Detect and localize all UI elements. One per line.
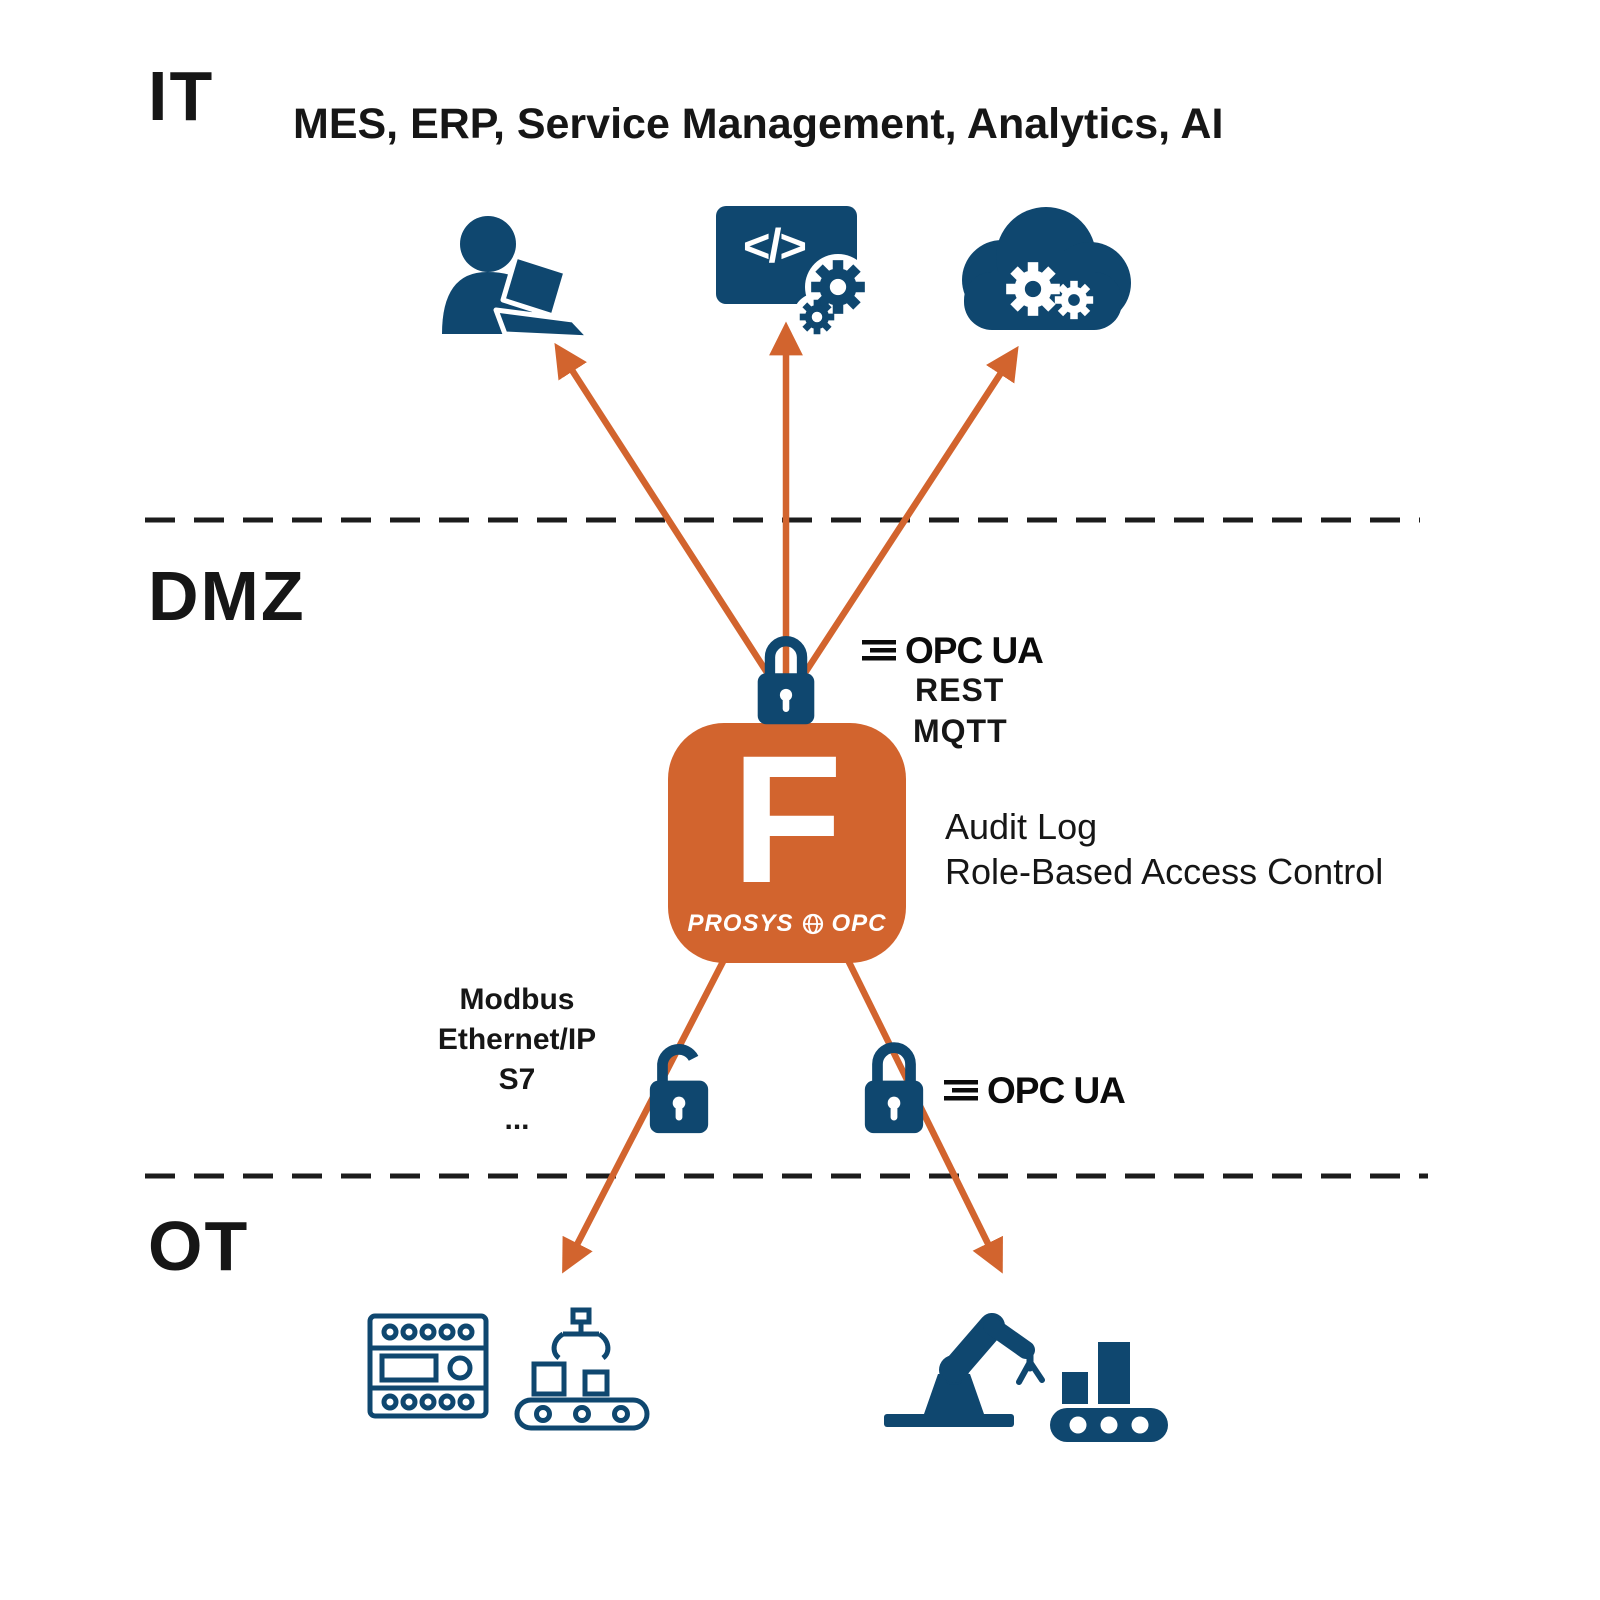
opcua-logo-text: OPC UA — [987, 1070, 1126, 1111]
rest-label: REST — [915, 672, 1005, 708]
it-heading: MES, ERP, Service Management, Analytics,… — [293, 100, 1224, 148]
audit-log-label: Audit Log — [945, 806, 1098, 847]
mqtt-label: MQTT — [913, 713, 1008, 749]
zone-dmz-label: DMZ — [148, 557, 306, 635]
south-protocols: Modbus Ethernet/IP S7 ... — [412, 980, 622, 1140]
code-glyph: </> — [743, 219, 807, 272]
plc-icon — [367, 1313, 489, 1419]
gateway-box — [668, 723, 906, 963]
arrow-to-cloud — [783, 345, 1019, 704]
opcua-logo-north: OPC UA — [862, 630, 1044, 672]
south-protocol-s7: S7 — [498, 1063, 536, 1096]
brand-left: PROSYS — [687, 910, 794, 937]
south-protocol-modbus: Modbus — [459, 983, 575, 1016]
opcua-logo-south: OPC UA — [944, 1070, 1126, 1112]
conveyor-gripper-icon — [514, 1307, 650, 1431]
brand-right: OPC — [831, 910, 887, 937]
globe-icon — [802, 913, 823, 935]
rbac-label: Role-Based Access Control — [945, 851, 1384, 892]
opcua-logo-text: OPC UA — [905, 630, 1044, 671]
gateway-brand: PROSYS OPC — [668, 910, 906, 938]
south-protocol-more: ... — [504, 1103, 530, 1136]
code-window-icon — [716, 206, 871, 341]
gateway-letter: F — [731, 716, 843, 921]
cloud-gears-icon — [962, 207, 1131, 330]
zone-ot-label: OT — [148, 1207, 250, 1285]
padlock-south-left-icon — [650, 1049, 708, 1133]
person-laptop-icon — [442, 216, 593, 341]
robot-arm-icon — [884, 1313, 1045, 1427]
gear-icon — [1006, 262, 1060, 316]
opcua-speedlines-icon — [944, 1080, 978, 1101]
south-protocol-ethernet: Ethernet/IP — [437, 1023, 597, 1056]
arrow-to-user — [554, 342, 789, 704]
arrow-to-plc — [562, 948, 732, 1274]
tracked-robot-icon — [1050, 1342, 1168, 1442]
zone-it-label: IT — [148, 57, 215, 135]
opcua-speedlines-icon — [862, 640, 896, 661]
connection-arrows — [554, 321, 1019, 1274]
